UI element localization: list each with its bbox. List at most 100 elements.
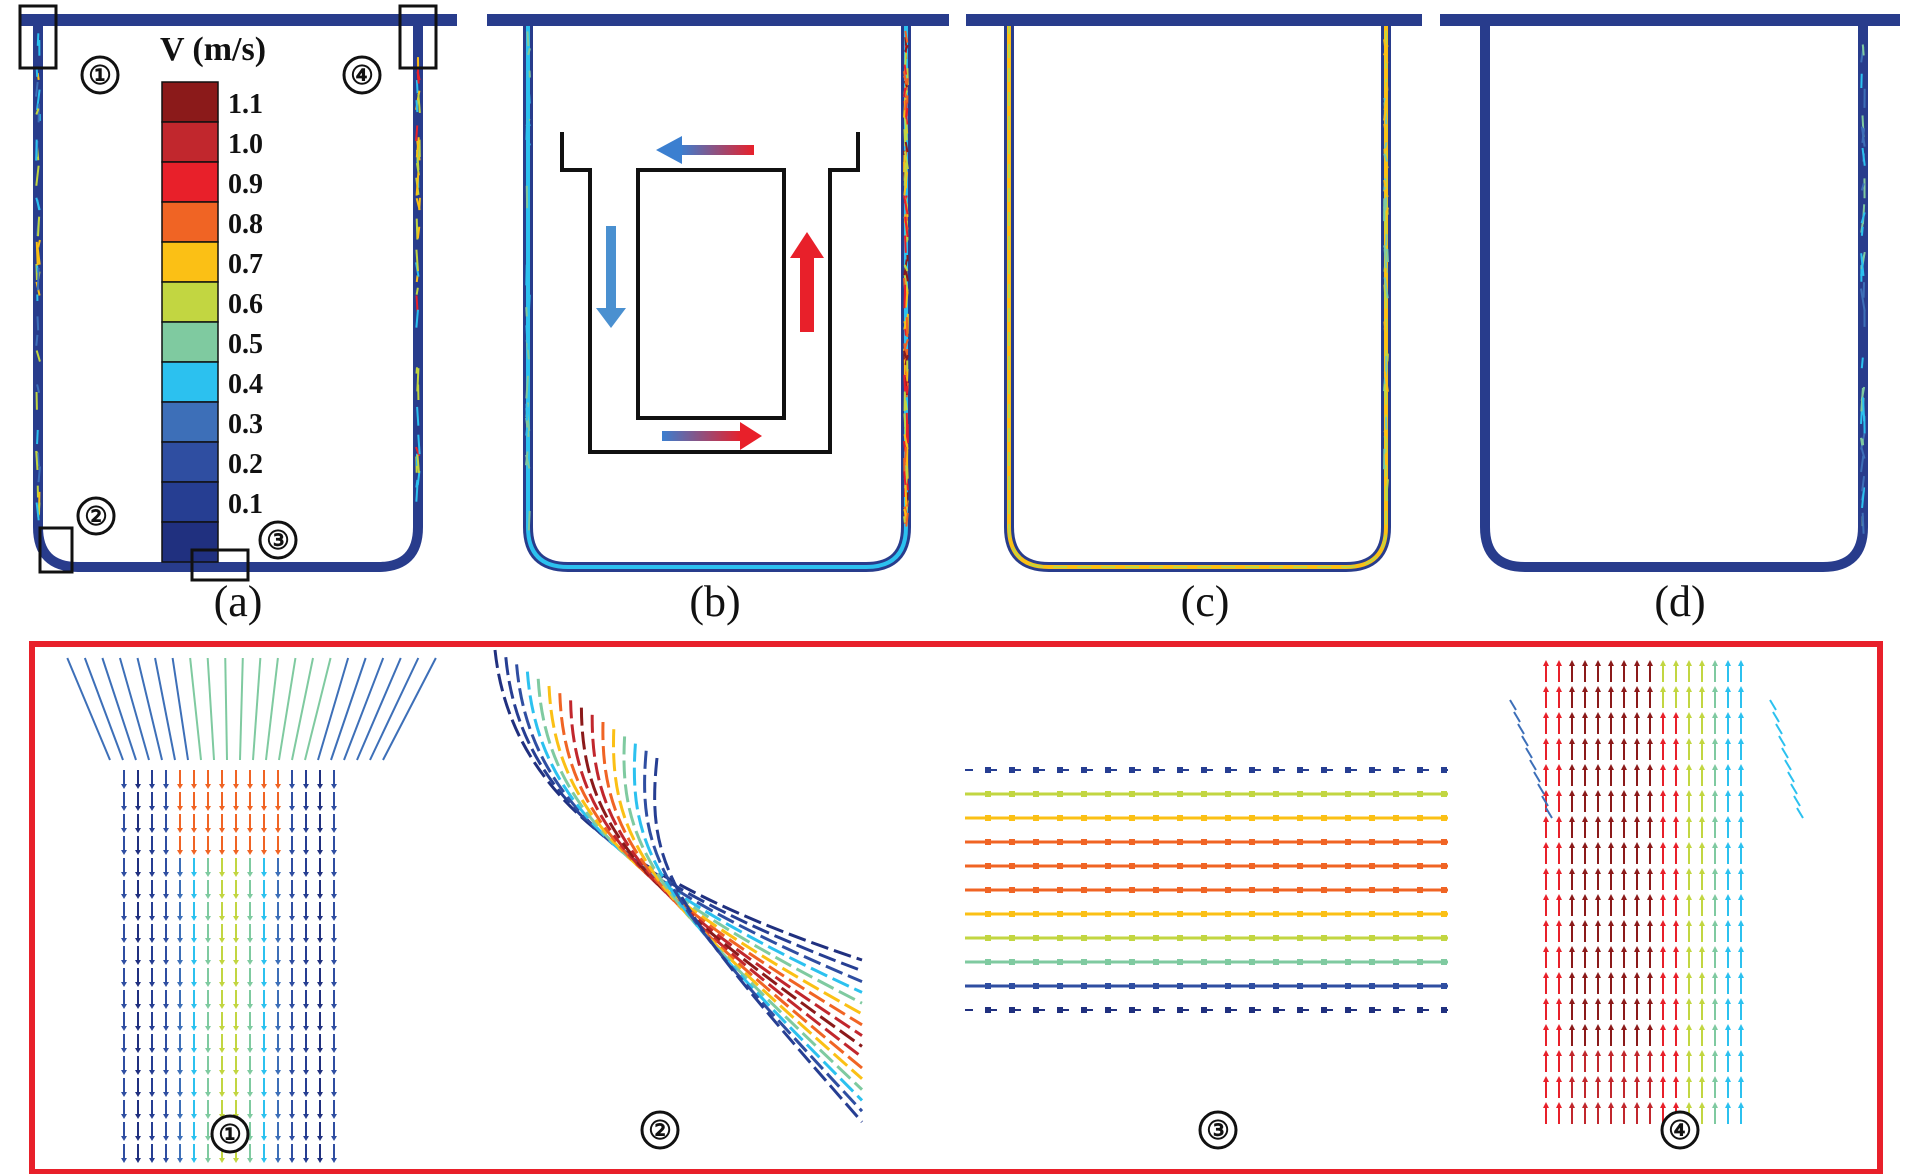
velocity-arrowhead <box>317 1048 323 1053</box>
velocity-arrowhead <box>1699 790 1705 796</box>
velocity-arrowhead <box>1201 839 1207 845</box>
legend-tick: 0.3 <box>228 409 263 440</box>
velocity-arrowhead <box>1201 911 1207 917</box>
velocity-arrowhead <box>163 1070 169 1075</box>
panel-c <box>966 14 1422 572</box>
marker-label-1: ① <box>80 55 120 95</box>
velocity-arrowhead <box>121 1048 127 1053</box>
velocity-arrowhead <box>1621 1050 1627 1056</box>
velocity-arrowhead <box>1556 660 1562 666</box>
marker-box-2 <box>38 526 74 574</box>
detail-number: ② <box>648 1115 671 1145</box>
velocity-arrowhead <box>1556 998 1562 1004</box>
velocity-arrowhead <box>1725 946 1731 952</box>
velocity-arrowhead <box>1738 816 1744 822</box>
velocity-arrowhead <box>1699 660 1705 666</box>
velocity-arrowhead <box>1345 911 1351 917</box>
turbulence-streak <box>35 108 40 115</box>
velocity-arrowhead <box>1699 816 1705 822</box>
velocity-arrowhead <box>1699 686 1705 692</box>
velocity-arrowhead <box>1556 920 1562 926</box>
velocity-arrowhead <box>1009 839 1015 845</box>
velocity-arrowhead <box>1673 1076 1679 1082</box>
velocity-arrowhead <box>1582 1050 1588 1056</box>
velocity-arrowhead <box>303 872 309 877</box>
velocity-arrowhead <box>1569 868 1575 874</box>
velocity-arrowhead <box>1621 1076 1627 1082</box>
velocity-arrowhead <box>1608 1102 1614 1108</box>
turbulence-streak <box>525 375 529 399</box>
velocity-arrowhead <box>1417 815 1423 821</box>
velocity-arrowhead <box>1543 920 1549 926</box>
velocity-arrowhead <box>1201 1007 1207 1013</box>
velocity-arrowhead <box>1177 863 1183 869</box>
velocity-arrowhead <box>1009 959 1015 965</box>
velocity-arrowhead <box>1647 1050 1653 1056</box>
velocity-arrowhead <box>247 894 253 899</box>
velocity-vector <box>291 657 314 761</box>
legend-swatch <box>161 241 219 283</box>
velocity-arrowhead <box>1297 839 1303 845</box>
velocity-arrowhead <box>135 916 141 921</box>
velocity-arrowhead <box>1225 959 1231 965</box>
velocity-arrowhead <box>1249 863 1255 869</box>
legend-swatch <box>161 401 219 443</box>
velocity-arrowhead <box>1393 959 1399 965</box>
velocity-arrowhead <box>247 1026 253 1031</box>
velocity-arrowhead <box>121 1070 127 1075</box>
velocity-arrowhead <box>1686 1102 1692 1108</box>
velocity-arrowhead <box>219 938 225 943</box>
velocity-vector <box>1509 699 1517 711</box>
velocity-arrowhead <box>275 1026 281 1031</box>
turbulence-streak <box>415 249 419 272</box>
velocity-arrowhead <box>1177 959 1183 965</box>
velocity-vector <box>330 657 367 761</box>
velocity-arrowhead <box>1369 983 1375 989</box>
velocity-streamline <box>653 757 864 1123</box>
turbulence-streak <box>1860 386 1866 401</box>
vessel-rim <box>966 14 1422 26</box>
velocity-arrowhead <box>1660 1102 1666 1108</box>
velocity-arrowhead <box>317 1004 323 1009</box>
velocity-vector <box>1784 759 1792 771</box>
velocity-arrowhead <box>1556 1050 1562 1056</box>
velocity-vector <box>382 657 437 761</box>
velocity-arrowhead <box>149 1026 155 1031</box>
velocity-arrowhead <box>317 982 323 987</box>
velocity-arrowhead <box>289 806 295 811</box>
velocity-arrowhead <box>247 938 253 943</box>
velocity-arrowhead <box>1321 767 1327 773</box>
velocity-arrowhead <box>1712 1050 1718 1056</box>
velocity-arrowhead <box>233 1070 239 1075</box>
velocity-arrowhead <box>247 960 253 965</box>
velocity-arrowhead <box>191 1048 197 1053</box>
velocity-arrowhead <box>1595 894 1601 900</box>
velocity-arrowhead <box>261 1114 267 1119</box>
velocity-arrowhead <box>1621 868 1627 874</box>
velocity-arrowhead <box>1582 738 1588 744</box>
velocity-arrowhead <box>135 828 141 833</box>
velocity-vector <box>1778 735 1786 747</box>
velocity-arrowhead <box>1738 868 1744 874</box>
velocity-arrowhead <box>1345 863 1351 869</box>
velocity-arrowhead <box>1081 1007 1087 1013</box>
velocity-arrowhead <box>121 784 127 789</box>
legend-swatch <box>161 161 219 203</box>
velocity-arrowhead <box>1441 863 1447 869</box>
velocity-arrowhead <box>275 1114 281 1119</box>
velocity-arrowhead <box>1712 686 1718 692</box>
velocity-arrowhead <box>331 916 337 921</box>
velocity-arrowhead <box>1712 868 1718 874</box>
velocity-arrowhead <box>1105 959 1111 965</box>
velocity-arrowhead <box>1057 1007 1063 1013</box>
velocity-arrowhead <box>1660 1076 1666 1082</box>
legend-title: V (m/s) <box>160 31 266 68</box>
velocity-arrowhead <box>205 1070 211 1075</box>
velocity-arrowhead <box>149 1004 155 1009</box>
velocity-arrowhead <box>1393 887 1399 893</box>
velocity-arrowhead <box>1441 767 1447 773</box>
velocity-arrowhead <box>1673 738 1679 744</box>
velocity-arrowhead <box>1647 738 1653 744</box>
velocity-arrowhead <box>331 982 337 987</box>
velocity-arrowhead <box>1297 959 1303 965</box>
